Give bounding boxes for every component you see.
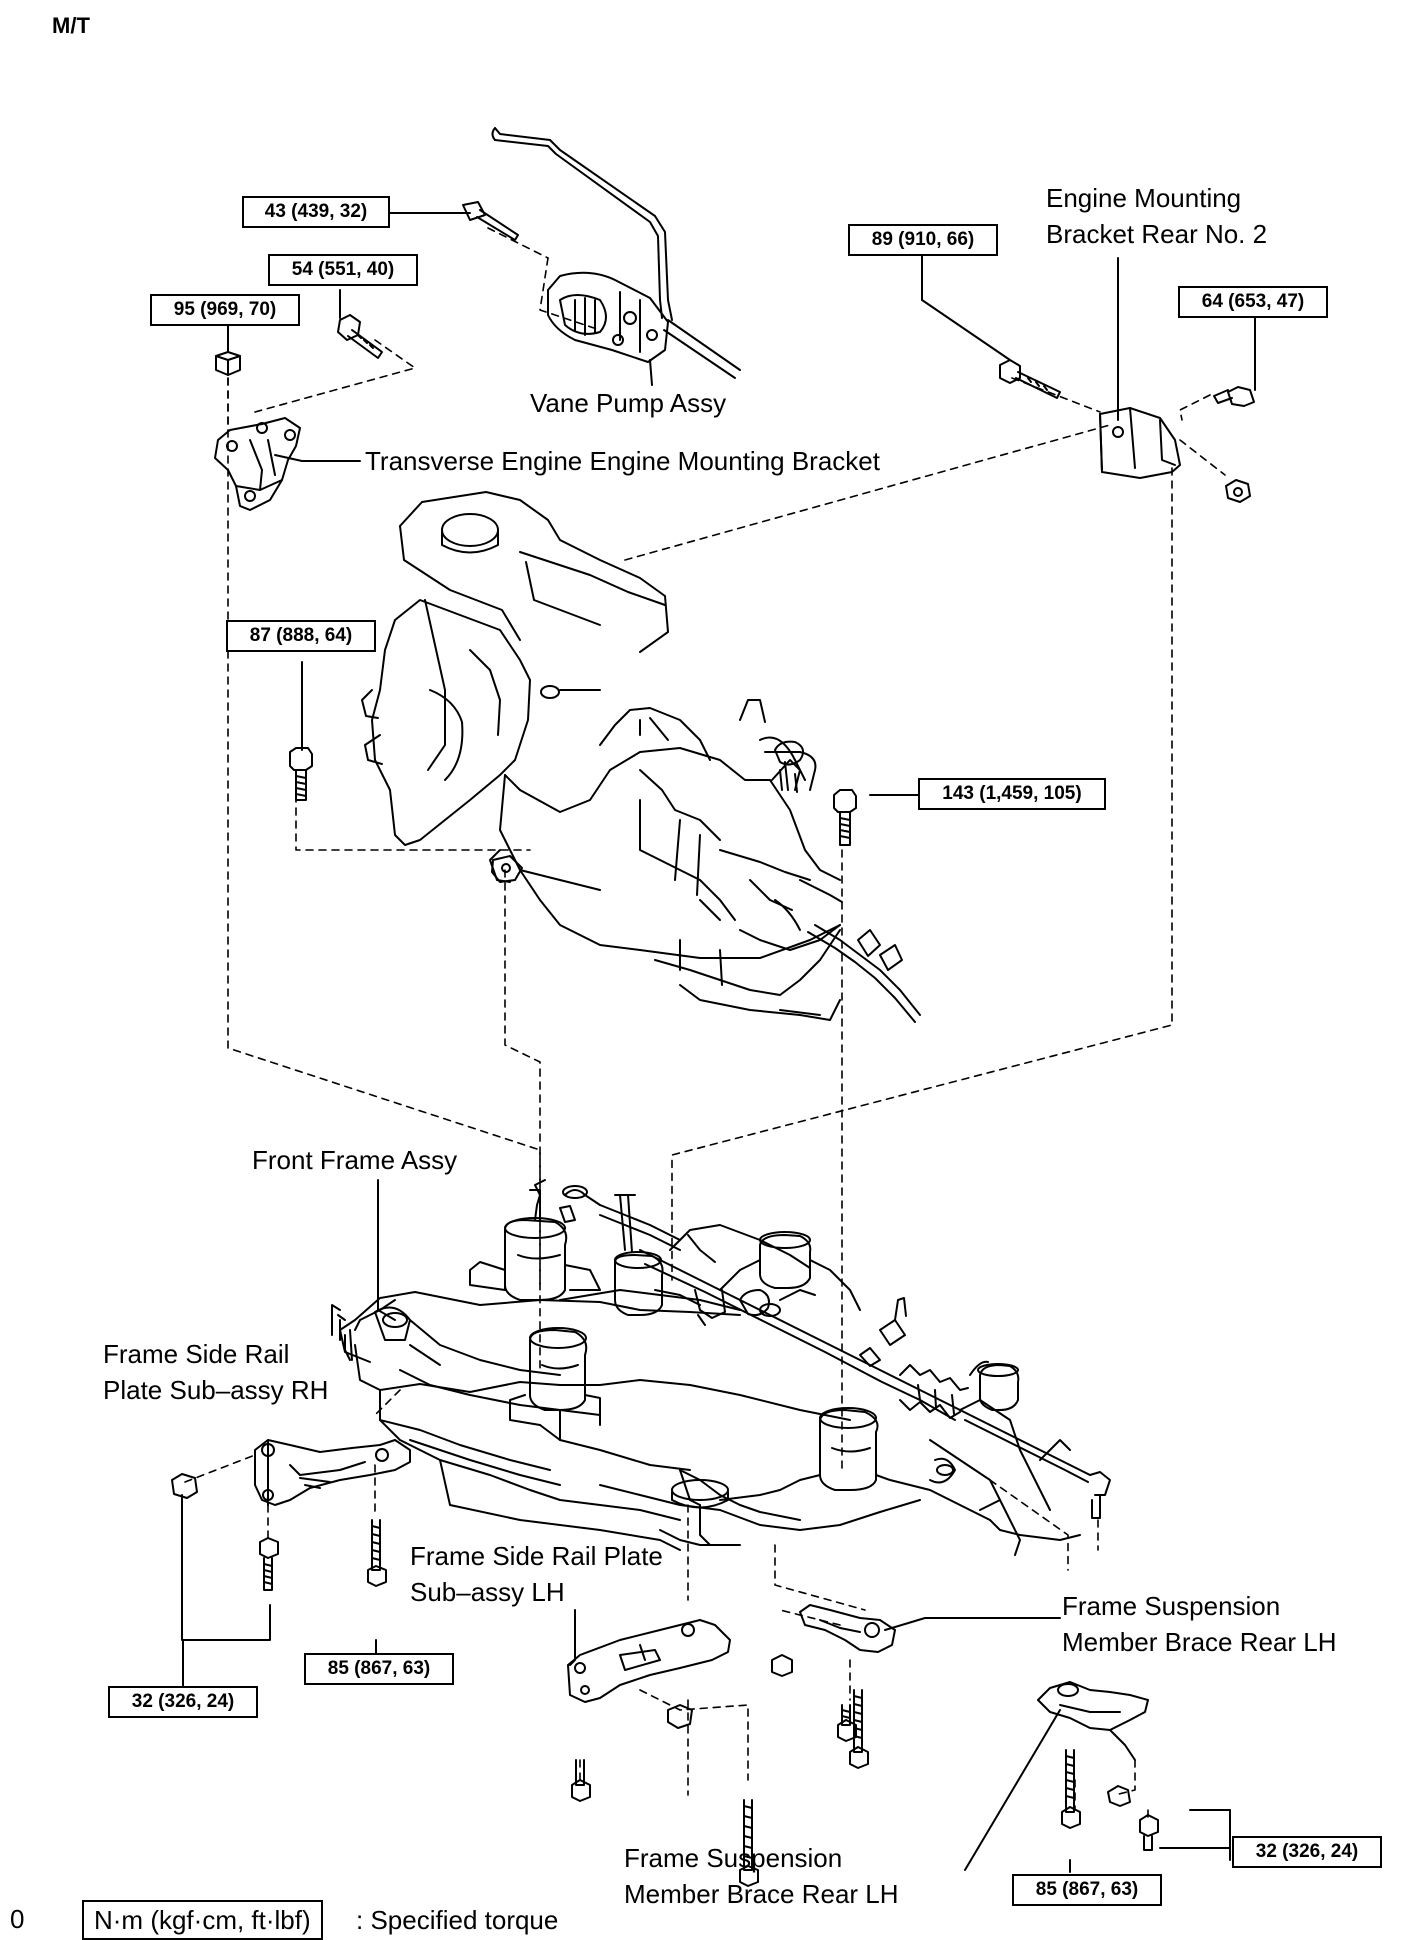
variant-heading: M/T — [52, 13, 90, 38]
label-transverse-bracket: Transverse Engine Engine Mounting Bracke… — [365, 446, 880, 476]
brace-rear-lh-right — [1037, 1681, 1159, 1851]
leader-lines — [181, 212, 1256, 1873]
torque-rh-plate-nut: 32 (326, 24) — [108, 1686, 258, 1718]
bolt-87 — [289, 747, 313, 801]
torque-lh-brace-bolt: 85 (867, 63) — [1012, 1874, 1162, 1906]
front-frame-assy — [331, 1179, 1111, 1556]
side-rail-plate-rh — [171, 1439, 411, 1591]
label-brace-rear-lh-upper: Frame Suspension Member Brace Rear LH — [1062, 1591, 1337, 1657]
side-rail-plate-lh — [567, 1619, 759, 1887]
engine-block — [361, 491, 921, 1023]
corner-mark: 0 — [10, 1904, 25, 1934]
label-brace-rear-lh-lower: Frame Suspension Member Brace Rear LH — [624, 1843, 899, 1909]
legend-unit-box: N·m (kgf·cm, ft·lbf) — [82, 1900, 323, 1940]
transverse-mounting-bracket — [214, 417, 301, 511]
label-rear-bracket: Engine Mounting Bracket Rear No. 2 — [1046, 183, 1268, 249]
torque-rear-bracket-nut: 64 (653, 47) — [1178, 286, 1328, 318]
torque-rear-bracket-bolt: 89 (910, 66) — [848, 224, 998, 256]
label-side-rail-rh: Frame Side Rail Plate Sub–assy RH — [103, 1339, 329, 1405]
nut-95 — [215, 351, 241, 376]
torque-bracket-bolt-upper: 54 (551, 40) — [268, 254, 418, 286]
bolt-143 — [833, 789, 857, 846]
label-vane-pump: Vane Pump Assy — [530, 388, 727, 418]
vane-pump-assembly — [462, 127, 741, 386]
bolt-64 — [1213, 386, 1255, 407]
label-front-frame: Front Frame Assy — [252, 1145, 458, 1175]
torque-rh-plate-bolt: 85 (867, 63) — [304, 1653, 454, 1685]
bolt-54 — [337, 314, 383, 359]
torque-bracket-nut: 95 (969, 70) — [150, 294, 300, 326]
label-side-rail-lh: Frame Side Rail Plate Sub–assy LH — [410, 1541, 663, 1607]
torque-vane-pump-bolt: 43 (439, 32) — [242, 196, 390, 228]
brace-rear-lh-center — [771, 1604, 896, 1769]
legend-description: : Specified torque — [356, 1905, 559, 1935]
bolt-89 — [999, 359, 1061, 399]
rear-bracket-nut — [1225, 479, 1251, 503]
torque-lh-brace-nut: 32 (326, 24) — [1232, 1836, 1382, 1868]
torque-transmission-bolt: 143 (1,459, 105) — [918, 778, 1106, 810]
torque-engine-bolt-left: 87 (888, 64) — [226, 620, 376, 652]
engine-mounting-bracket-rear — [1099, 407, 1181, 479]
